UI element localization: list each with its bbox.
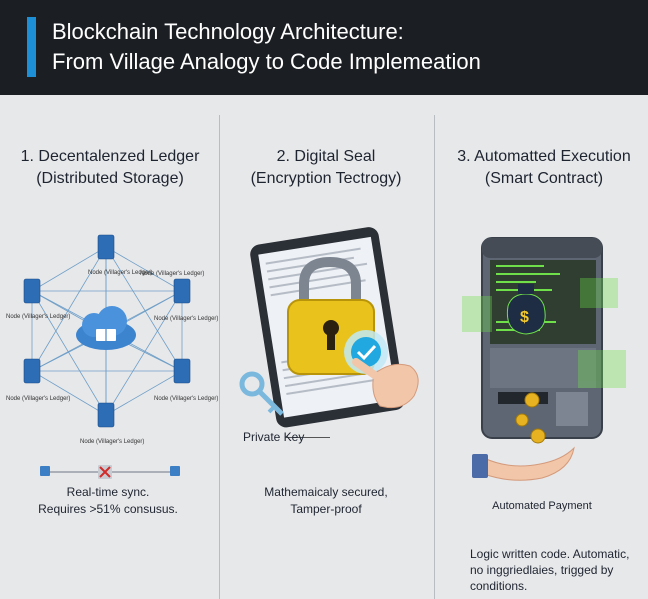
panel-2-heading: 2. Digital Seal (Encryption Tectrogy) (218, 146, 434, 190)
panel-3-caption: Logic written code. Automatic, no inggri… (470, 546, 646, 594)
money-bag-icon: $ (506, 284, 546, 335)
title-line-2: From Village Analogy to Code Implemeatio… (52, 49, 481, 74)
panel-3-caption-line-3: conditions. (470, 579, 528, 593)
panel-3-heading-line-2: (Smart Contract) (484, 170, 604, 187)
svg-text:$: $ (520, 309, 529, 326)
smart-contract-machine-illustration: $ (462, 237, 626, 444)
panel-1-caption-line-2: Requires >51% consusus. (38, 502, 178, 516)
key-pointer-line (286, 437, 330, 438)
server-machine-icon (481, 237, 603, 439)
ledger-network-diagram (23, 234, 191, 428)
reject-x-icon (99, 466, 111, 478)
holo-code-panel-icon (462, 278, 626, 388)
server-node-icon (23, 234, 191, 428)
panel-1-heading: 1. Decentalenzed Ledger (Distributed Sto… (2, 146, 218, 190)
panel-1-heading-line-1: 1. Decentalenzed Ledger (20, 148, 200, 165)
sync-rejection-graphic (40, 465, 180, 479)
node-label-top: Node (Villager's Ledger) (88, 270, 153, 276)
panel-divider-2 (434, 115, 435, 599)
panel-3-caption-line-1: Logic written code. Automatic, (470, 547, 630, 561)
panel-2-heading-line-2: (Encryption Tectrogy) (250, 170, 402, 187)
header-accent-bar (27, 17, 36, 77)
panel-2-heading-line-1: 2. Digital Seal (276, 148, 376, 165)
panel-2-caption: Mathemaicaly secured, Tamper-proof (218, 484, 434, 518)
node-label-bottom-left: Node (Villager's Ledger) (6, 396, 71, 402)
node-label-top-right: Node (Villager's Ledger) (140, 271, 205, 277)
node-label-bottom: Node (Villager's Ledger) (80, 439, 145, 445)
hand-pointer-icon (352, 358, 419, 409)
tablet-lock-illustration (250, 227, 419, 428)
panel-1-caption-line-1: Real-time sync. (66, 485, 150, 499)
cloud-ledger-icon (76, 306, 136, 350)
header-bar: Blockchain Technology Architecture: From… (0, 0, 648, 95)
panel-2-caption-line-1: Mathemaicaly secured, (264, 485, 388, 499)
automated-payment-label: Automated Payment (492, 500, 592, 512)
panel-1-caption: Real-time sync. Requires >51% consusus. (0, 484, 216, 518)
panel-3-heading: 3. Automatted Execution (Smart Contract) (436, 146, 648, 190)
node-label-bottom-right: Node (Villager's Ledger) (154, 396, 219, 402)
node-label-right: Node (Villager's Ledger) (154, 316, 219, 322)
node-mini-icon (40, 466, 50, 476)
page-title: Blockchain Technology Architecture: From… (52, 17, 481, 77)
panel-1-heading-line-2: (Distributed Storage) (36, 170, 184, 187)
panel-divider-1 (219, 115, 220, 599)
receiving-hand-icon (472, 446, 575, 481)
panel-2-caption-line-2: Tamper-proof (290, 502, 362, 516)
coin-icon (515, 392, 546, 444)
private-key-label: Private Key (243, 430, 305, 444)
title-line-1: Blockchain Technology Architecture: (52, 19, 404, 44)
private-key-icon (239, 371, 284, 416)
panel-3-heading-line-1: 3. Automatted Execution (457, 148, 631, 165)
node-label-left: Node (Villager's Ledger) (6, 314, 71, 320)
panel-3-caption-line-2: no inggriedlaies, trigged by (470, 563, 614, 577)
node-mini-icon (170, 466, 180, 476)
